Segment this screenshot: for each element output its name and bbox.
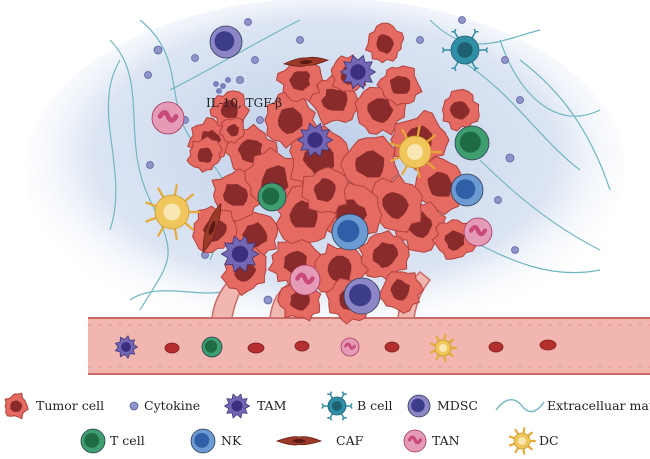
tumor-cell-icon	[377, 271, 424, 314]
tumor-cell-icon	[276, 58, 323, 103]
tumor-cell-icon	[413, 156, 466, 216]
mdsc-icon	[407, 394, 431, 418]
legend-label-tan: TAN	[432, 433, 460, 448]
b-cell-icon	[321, 391, 353, 421]
blood-vessel	[88, 271, 650, 375]
tumor-cell-icon	[209, 90, 251, 128]
tumor-cell-icon	[364, 22, 405, 64]
dc-cell	[429, 334, 457, 362]
legend-label-extracellular-matrix: Extracelluar matrix	[547, 398, 650, 413]
tumor-cell-icon	[301, 166, 349, 214]
tan-icon	[403, 429, 427, 453]
mdsc-cell	[209, 25, 243, 59]
legend-label-tam: TAM	[257, 398, 287, 413]
tumor-cell-icon	[369, 174, 424, 233]
t-cell	[201, 336, 223, 358]
tan-cell	[463, 217, 493, 247]
tam-cell	[114, 335, 139, 359]
dc-cell	[145, 184, 201, 240]
legend-label-tumor-cell: Tumor cell	[36, 398, 105, 413]
tam-cell	[220, 235, 260, 273]
legend-label-dc: DC	[539, 433, 559, 448]
legend-icons	[4, 391, 545, 455]
caf-cell	[282, 56, 330, 67]
mdsc-cell	[343, 277, 381, 315]
tan-cell	[289, 264, 321, 296]
caf-icon	[275, 436, 323, 446]
dc-icon	[508, 427, 536, 455]
tan-cell	[340, 337, 360, 357]
tam-icon	[223, 393, 251, 419]
tumor-cell-icon	[186, 135, 223, 173]
il10-tgfb-cluster	[213, 77, 231, 94]
t-cell	[454, 125, 490, 161]
legend-label-nk: NK	[221, 433, 242, 448]
nk-cell	[450, 173, 484, 207]
tan-cell	[151, 101, 185, 135]
legend-label-b-cell: B cell	[357, 398, 393, 413]
tumor-cell-icon	[218, 117, 246, 144]
legend-label-mdsc: MDSC	[437, 398, 478, 413]
cytokine-icon	[129, 401, 139, 411]
tumor-cell-icon	[357, 230, 410, 283]
immune-cells	[114, 25, 493, 362]
dc-cell	[389, 125, 442, 179]
legend-label-cytokine: Cytokine	[144, 398, 201, 413]
legend-label-t-cell: T cell	[110, 433, 145, 448]
legend-label-caf: CAF	[336, 433, 364, 448]
tumor-mass	[186, 22, 480, 325]
nk-cell	[331, 213, 369, 251]
tumor-cell-icon	[4, 392, 29, 420]
nk-icon	[190, 428, 216, 454]
t-cell-icon	[80, 428, 106, 454]
tam-cell	[339, 54, 377, 90]
extracellular-matrix-icon	[495, 399, 545, 413]
tam-cell	[296, 122, 334, 158]
caf-cell	[202, 202, 222, 254]
b-cell	[441, 28, 489, 72]
cytokine-annotation: IL-10, TGF-β	[206, 96, 283, 110]
tumor-cell-icon	[376, 65, 423, 107]
t-cell	[257, 182, 287, 212]
